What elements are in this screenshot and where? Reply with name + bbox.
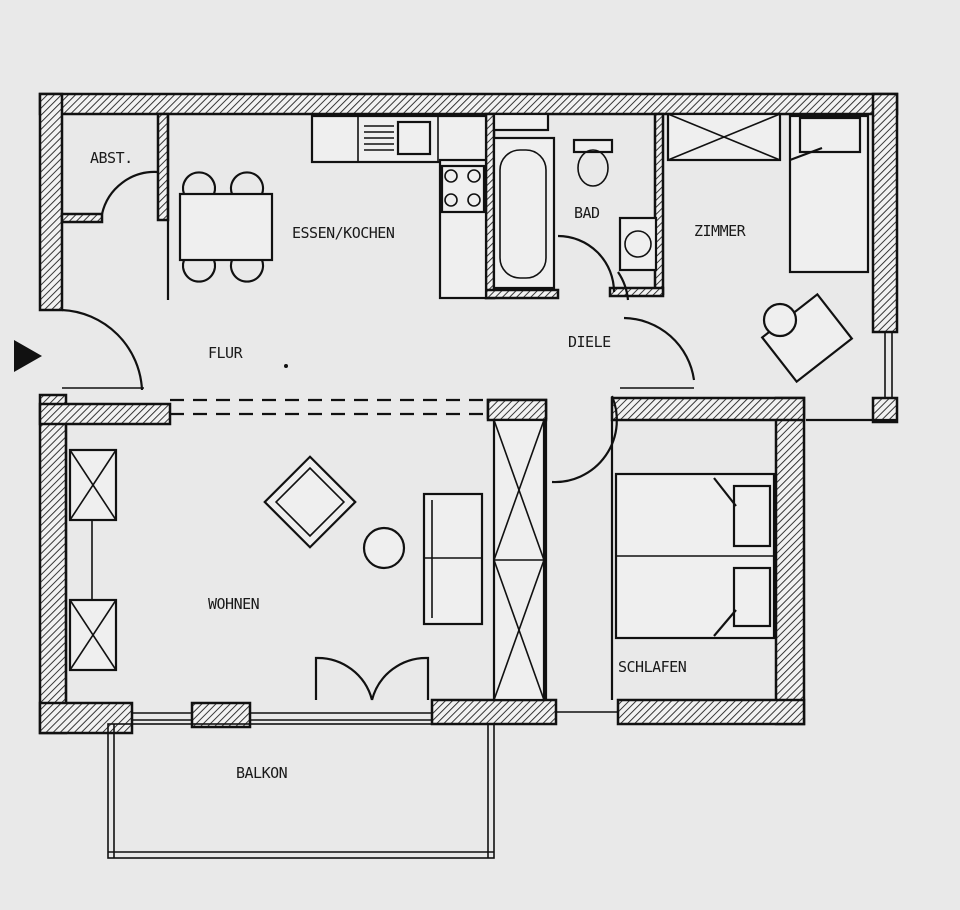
label-flur: FLUR <box>208 344 244 362</box>
pillow-icon <box>798 116 862 154</box>
wall-left-lower <box>38 393 68 735</box>
chair-icon <box>181 259 217 283</box>
label-wohnen: WOHNEN <box>208 595 260 613</box>
wall-bottom-2 <box>190 701 252 729</box>
wall-left-upper <box>38 92 64 312</box>
label-bad: BAD <box>574 204 600 222</box>
pillow-icon <box>732 566 772 628</box>
wall-schlafen-top <box>610 396 806 422</box>
door-balcony-right <box>370 656 430 701</box>
label-zimmer: ZIMMER <box>694 222 747 240</box>
pillow-icon <box>732 484 772 548</box>
kitchen <box>310 114 488 300</box>
bathroom <box>492 112 658 293</box>
interior-lines <box>64 114 897 721</box>
schlafen-room <box>614 472 776 640</box>
balcony <box>107 723 495 859</box>
round-table-icon <box>362 526 406 570</box>
label-schlafen: SCHLAFEN <box>618 658 687 676</box>
chair-icon <box>229 171 265 195</box>
wall-right-upper <box>871 92 899 334</box>
wall-right-lower <box>774 396 806 726</box>
label-diele: DIELE <box>568 333 611 351</box>
wall-bottom-1 <box>38 701 134 735</box>
door-balcony-left <box>314 656 374 701</box>
label-abst: ABST. <box>90 149 133 167</box>
wall-abst-right <box>156 112 170 222</box>
door-abst <box>100 170 159 215</box>
sofa-icon <box>422 492 484 626</box>
wall-right-corner <box>871 396 899 424</box>
wall-top <box>38 92 899 116</box>
wall-bottom-4 <box>616 698 806 726</box>
armchair-icon <box>263 455 357 549</box>
sink-icon <box>396 120 432 156</box>
toilet-icon <box>572 138 614 154</box>
door-diele <box>551 395 618 484</box>
wall-bottom-3 <box>430 698 558 726</box>
washbasin-icon <box>618 216 658 272</box>
wall-bath-inner <box>484 288 560 300</box>
walls <box>38 92 899 735</box>
zimmer-room <box>620 112 870 389</box>
table-icon <box>178 192 274 262</box>
wardrobe-wall <box>492 418 546 702</box>
wall-wardrobe-top <box>486 398 548 422</box>
doors <box>61 170 630 701</box>
wall-wohnen-top <box>38 402 172 426</box>
wohnen-room <box>68 448 484 672</box>
chair-icon <box>229 259 265 283</box>
chair-icon <box>762 302 798 338</box>
wall-bath-left <box>484 112 496 300</box>
entrance-arrow-icon <box>14 340 42 372</box>
chair-icon <box>181 171 217 195</box>
label-balkon: BALKON <box>236 764 288 782</box>
label-essen-kochen: ESSEN/KOCHEN <box>292 224 395 242</box>
wall-abst-bottom <box>60 212 104 224</box>
dining-table <box>178 171 274 283</box>
bath-top-shelf <box>492 112 550 132</box>
wall-bath-bottom <box>608 286 665 298</box>
balcony-outline <box>107 723 495 859</box>
door-entrance <box>61 308 144 391</box>
